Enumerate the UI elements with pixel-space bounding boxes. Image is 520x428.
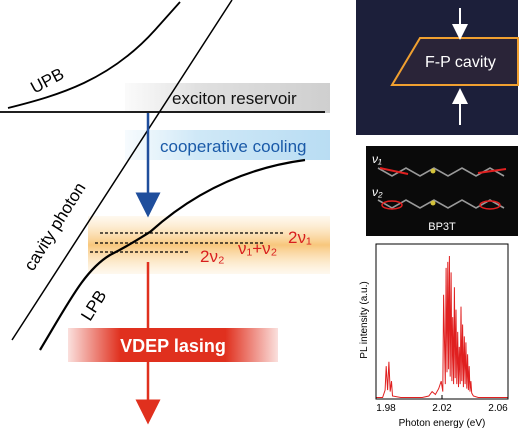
vdep-band — [68, 328, 278, 362]
label-nu-sum: ν₁+ν₂ — [238, 239, 277, 258]
pl-spectrum-chart: 1.98 2.02 2.06 Photon energy (eV) PL inten… — [359, 243, 509, 428]
cavity-photon-label: cavity photon — [20, 179, 89, 274]
skeleton-nu2 — [377, 199, 505, 209]
lpb-curve — [39, 158, 306, 351]
molecule-panel: ν₁ ν₂ BP3T — [366, 146, 518, 236]
fp-cavity-label: F-P cavity — [425, 54, 496, 71]
vib-marker-nu2-left — [381, 200, 403, 210]
cavity-photon-line — [11, 0, 233, 341]
upb-curve — [7, 1, 181, 109]
vibronic-levels — [90, 232, 285, 253]
x-tick-label: 2.02 — [432, 403, 452, 414]
bp3t-caption: BP3T — [428, 221, 456, 233]
vib-marker-nu1-left — [379, 167, 409, 175]
lpb-label: LPB — [77, 287, 110, 324]
molecule-background — [366, 146, 518, 236]
label-2nu2: 2ν₂ — [200, 247, 225, 266]
label-2nu1: 2ν₁ — [288, 228, 312, 247]
nu1-label: ν₁ — [372, 152, 382, 166]
sulfur-atom — [430, 168, 436, 174]
cavity-outline — [390, 37, 519, 86]
nu2-label: ν₂ — [372, 185, 383, 199]
exciton-reservoir-band — [125, 83, 330, 113]
cooling-band — [125, 130, 330, 160]
chart-marks — [376, 255, 508, 398]
x-tick-label: 2.06 — [488, 403, 508, 414]
cooperative-cooling-label: cooperative cooling — [160, 137, 306, 156]
vib-marker-nu2-right — [479, 200, 501, 210]
x-tick-label: 1.98 — [376, 403, 396, 414]
exciton-reservoir-label: exciton reservoir — [172, 89, 297, 108]
fp-cavity-photo: F-P cavity — [356, 0, 519, 135]
sulfur-atom — [430, 200, 436, 206]
x-axis-label: Photon energy (eV) — [399, 418, 486, 428]
vib-marker-nu1-right — [477, 168, 507, 174]
chart-frame — [375, 243, 509, 400]
y-axis-label: PL intensity (a.u.) — [359, 281, 370, 358]
series-line — [376, 255, 508, 398]
x-ticks: 1.98 2.02 2.06 — [375, 395, 509, 414]
vdep-lasing-label: VDEP lasing — [120, 336, 226, 356]
